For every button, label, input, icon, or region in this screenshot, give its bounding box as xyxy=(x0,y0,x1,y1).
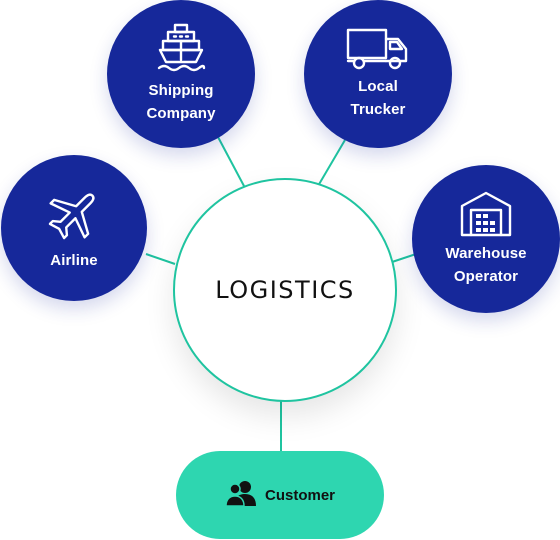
node-customer: Customer xyxy=(176,451,384,539)
truck-icon xyxy=(346,27,410,71)
node-local-trucker: Local Trucker xyxy=(304,0,452,148)
node-warehouse-operator: Warehouse Operator xyxy=(412,165,560,313)
shipping-company-label: Shipping Company xyxy=(146,82,216,122)
center-title: LOGISTICS xyxy=(215,276,355,304)
warehouse-icon xyxy=(459,190,513,238)
connector-shipping xyxy=(217,136,245,187)
airline-label: Airline xyxy=(50,251,98,269)
warehouse-operator-label: Warehouse Operator xyxy=(445,245,527,285)
users-icon xyxy=(225,480,257,511)
ship-icon xyxy=(156,23,206,75)
customer-label: Customer xyxy=(264,486,335,504)
airplane-icon xyxy=(45,185,103,243)
node-shipping-company: Shipping Company xyxy=(107,0,255,148)
connector-trucker xyxy=(317,139,346,187)
connector-airline xyxy=(145,253,176,265)
logistics-hub: LOGISTICS xyxy=(173,178,397,402)
local-trucker-label: Local Trucker xyxy=(350,78,406,118)
node-airline: Airline xyxy=(1,155,147,301)
